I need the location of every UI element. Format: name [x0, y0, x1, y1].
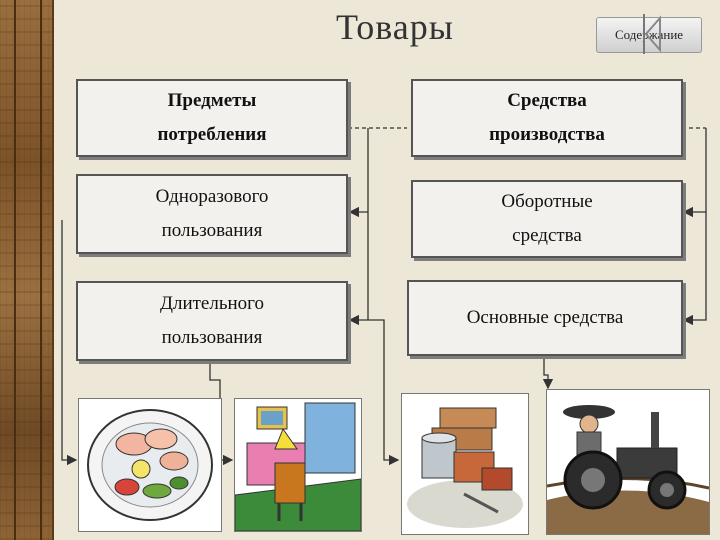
decorative-side-strip: [0, 0, 54, 540]
means-of-production-header: Средства производства: [411, 79, 683, 157]
contents-button-label: Содержание: [614, 27, 684, 42]
strip-line: [40, 0, 42, 540]
page-title: Товары: [336, 7, 454, 47]
contents-button[interactable]: Содержание: [596, 17, 702, 53]
working-capital-line2: средства: [512, 225, 582, 246]
single-use-line1: Одноразового: [155, 186, 269, 207]
furniture-room-icon: [234, 399, 362, 532]
working-capital-line1: Оборотные: [501, 191, 593, 212]
consumer-goods-line1: Предметы: [167, 90, 257, 111]
working-capital-box: Оборотные средства: [411, 180, 683, 258]
durable-line1: Длительного: [160, 293, 264, 314]
single-use-line2: пользования: [161, 220, 263, 241]
building-materials-icon: [402, 394, 528, 534]
tractor-icon: [546, 390, 710, 534]
fixed-assets-label: Основные средства: [466, 307, 624, 328]
building-materials-image: [401, 393, 529, 535]
means-of-production-line2: производства: [489, 124, 605, 145]
back-arrow-icon[interactable]: [640, 12, 662, 56]
consumer-goods-header: Предметы потребления: [76, 79, 348, 157]
durable-line2: пользования: [161, 327, 263, 348]
consumer-goods-line2: потребления: [157, 124, 267, 145]
fixed-assets-box: Основные средства: [407, 280, 683, 356]
tractor-image: [546, 389, 710, 535]
furniture-room-image: [234, 398, 362, 532]
means-of-production-line1: Средства: [507, 90, 587, 111]
food-plate-icon: [87, 409, 213, 521]
food-plate-image: [78, 398, 222, 532]
single-use-box: Одноразового пользования: [76, 174, 348, 254]
durable-box: Длительного пользования: [76, 281, 348, 361]
strip-line: [14, 0, 16, 540]
